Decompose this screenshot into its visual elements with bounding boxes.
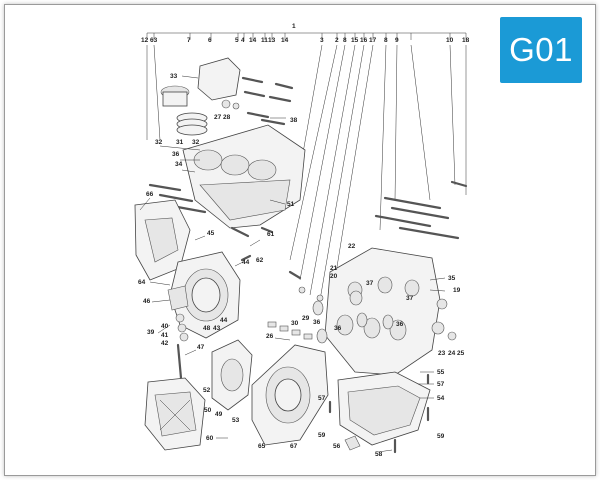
callout-4: 4 <box>241 37 245 44</box>
leader-lines <box>139 75 446 453</box>
callout-14b: 14 <box>281 37 289 44</box>
callout-15: 15 <box>351 37 359 44</box>
callout-2: 2 <box>335 37 339 44</box>
callout-30: 30 <box>291 320 299 327</box>
callout-28: 28 <box>223 114 231 121</box>
callout-43: 43 <box>213 325 221 332</box>
callout-20: 20 <box>330 273 338 280</box>
alternator-cover <box>251 344 329 446</box>
left-upper-cover <box>134 199 191 281</box>
callout-34: 34 <box>175 161 183 168</box>
callout-14: 14 <box>249 37 257 44</box>
callout-32a: 32 <box>155 139 163 146</box>
callout-50: 50 <box>204 407 212 414</box>
callout-11: 11 <box>261 37 268 44</box>
callout-37b: 37 <box>406 295 414 302</box>
callout-55: 55 <box>437 369 445 376</box>
callout-36d: 36 <box>396 321 404 328</box>
callout-49: 49 <box>215 411 223 418</box>
engine-assembly <box>144 377 206 451</box>
callout-64: 64 <box>138 279 146 286</box>
callout-39: 39 <box>147 329 155 336</box>
callout-57b: 57 <box>437 381 445 388</box>
callout-16: 16 <box>360 37 368 44</box>
callout-17: 17 <box>369 37 377 44</box>
callout-3: 3 <box>320 37 324 44</box>
callout-57a: 57 <box>318 395 326 402</box>
callout-8b: 8 <box>384 37 388 44</box>
callout-37a: 37 <box>366 280 374 287</box>
callout-51: 51 <box>287 201 295 208</box>
callout-9: 9 <box>395 37 399 44</box>
oil-pan <box>328 371 431 454</box>
small-parts-left <box>175 226 274 380</box>
callout-24: 24 <box>448 350 456 357</box>
callout-44b: 44 <box>220 317 228 324</box>
callout-23: 23 <box>438 350 446 357</box>
callout-7: 7 <box>187 37 191 44</box>
callout-18: 18 <box>462 37 470 44</box>
callout-5: 5 <box>235 37 239 44</box>
callout-48: 48 <box>203 325 211 332</box>
callout-36b: 36 <box>313 319 321 326</box>
section-code-badge: G01 <box>500 17 582 83</box>
callout-45: 45 <box>207 230 215 237</box>
upper-bolts <box>241 76 294 126</box>
callout-63: 63 <box>150 37 158 44</box>
callout-38: 38 <box>290 117 298 124</box>
callout-60: 60 <box>206 435 214 442</box>
callout-59a: 59 <box>318 432 326 439</box>
callout-13: 13 <box>268 37 276 44</box>
callout-47: 47 <box>197 344 205 351</box>
callout-26: 26 <box>266 333 274 340</box>
callout-35: 35 <box>448 275 456 282</box>
callout-25: 25 <box>457 350 465 357</box>
callout-59b: 59 <box>437 433 445 440</box>
callout-44a: 44 <box>242 259 250 266</box>
callout-42: 42 <box>161 340 169 347</box>
cylinder-block <box>182 124 306 229</box>
gear-cover <box>211 339 253 411</box>
callout-10: 10 <box>446 37 454 44</box>
dowel-pins <box>267 270 324 340</box>
callout-56: 56 <box>333 443 341 450</box>
callout-36c: 36 <box>334 325 342 332</box>
callout-6: 6 <box>208 37 212 44</box>
callout-29: 29 <box>302 315 310 322</box>
clutch-cover <box>167 251 241 339</box>
callout-19: 19 <box>453 287 461 294</box>
callout-61: 61 <box>267 231 275 238</box>
callout-53: 53 <box>232 417 240 424</box>
callout-33: 33 <box>170 73 178 80</box>
piston-assembly <box>160 57 241 136</box>
callout-36: 36 <box>172 151 180 158</box>
callout-22: 22 <box>348 243 356 250</box>
crankcase <box>324 247 441 376</box>
callout-46: 46 <box>143 298 151 305</box>
callout-31: 31 <box>176 139 184 146</box>
callout-40: 40 <box>161 323 169 330</box>
callout-8: 8 <box>343 37 347 44</box>
callout-67: 67 <box>290 443 298 450</box>
callout-21: 21 <box>330 265 338 272</box>
callout-27: 27 <box>214 114 222 121</box>
top-reference-lines <box>146 32 467 311</box>
callout-labels: 1 12 63 7 6 5 4 14 11 13 14 3 2 8 15 16 … <box>138 23 470 458</box>
callout-32b: 32 <box>192 139 200 146</box>
bearing-shells <box>312 290 457 344</box>
callout-62: 62 <box>256 257 264 264</box>
callout-65: 65 <box>258 443 266 450</box>
callout-41: 41 <box>161 332 169 339</box>
callout-58: 58 <box>375 451 383 458</box>
callout-12: 12 <box>141 37 149 44</box>
callout-1: 1 <box>292 23 296 30</box>
callout-66: 66 <box>146 191 154 198</box>
callout-52: 52 <box>203 387 211 394</box>
callout-54: 54 <box>437 395 445 402</box>
crankcase-bolts <box>148 180 468 240</box>
